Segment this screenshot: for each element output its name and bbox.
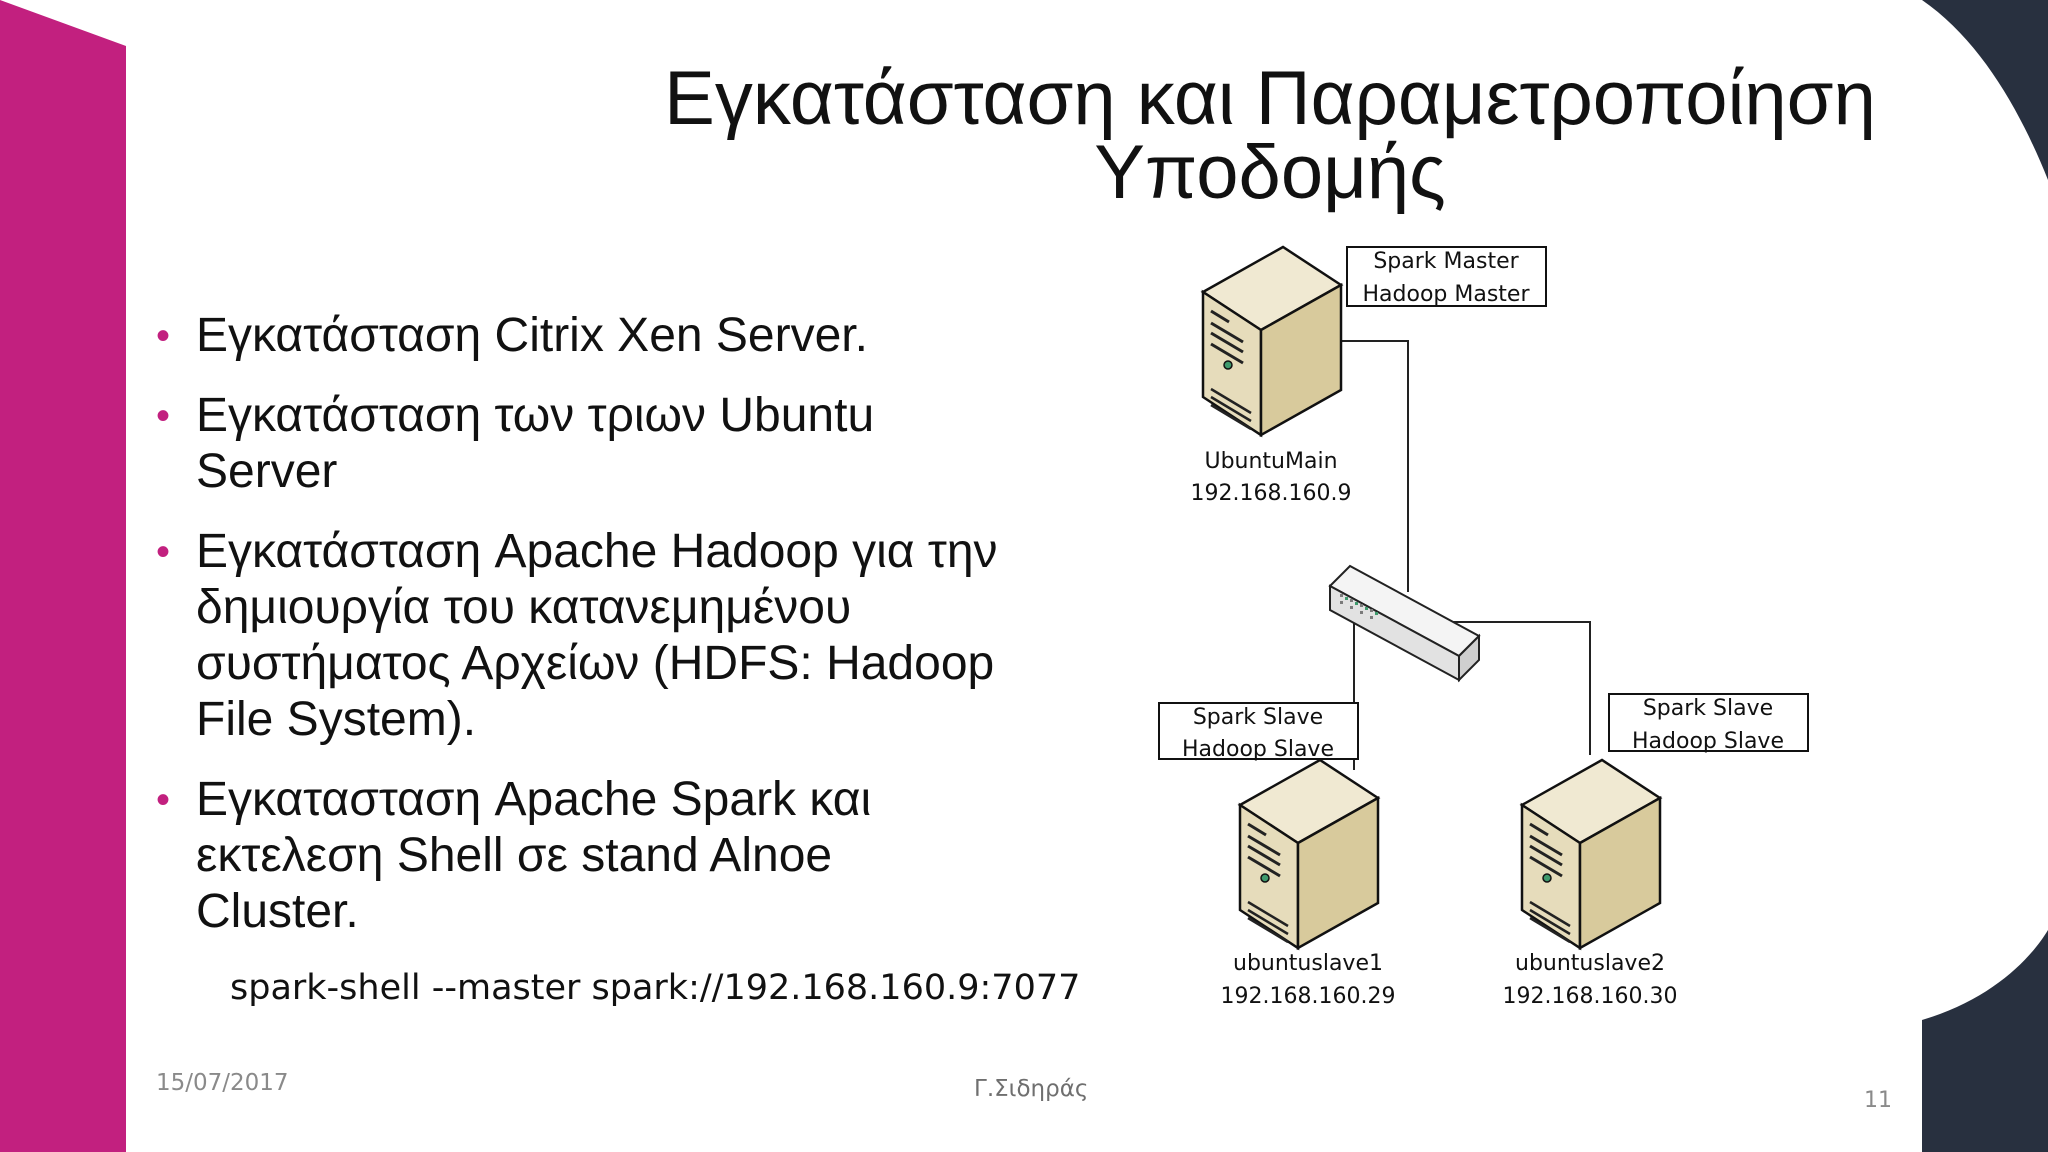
right-navy-band bbox=[1922, 0, 2048, 1152]
slide-title-line-2: Υποδομής bbox=[1094, 130, 1446, 215]
slave1-role-line-1: Spark Slave bbox=[1193, 705, 1323, 730]
slide-title: Εγκατάσταση και Παραμετροποίηση Υποδομής bbox=[600, 56, 1940, 215]
bullet-list: Εγκατάσταση Citrix Xen Server. Εγκατάστα… bbox=[156, 308, 1036, 964]
network-switch-icon bbox=[1328, 564, 1481, 683]
slave2-role-line-1: Spark Slave bbox=[1643, 696, 1773, 721]
slave2-role-line-2: Hadoop Slave bbox=[1632, 729, 1784, 754]
master-role-line-1: Spark Master bbox=[1373, 249, 1519, 274]
master-hostname: UbuntuMain bbox=[1204, 449, 1337, 474]
slave1-role-box: Spark Slave Hadoop Slave bbox=[1158, 702, 1359, 762]
bullet-item: Εγκατασταση Apache Spark και εκτελεση Sh… bbox=[156, 772, 976, 940]
server-icon bbox=[1201, 245, 1343, 437]
slave1-hostname: ubuntuslave1 bbox=[1233, 951, 1383, 976]
master-role-line-2: Hadoop Master bbox=[1363, 282, 1531, 307]
master-ip: 192.168.160.9 bbox=[1191, 481, 1352, 506]
server-icon bbox=[1238, 758, 1380, 950]
slave2-ip: 192.168.160.30 bbox=[1503, 984, 1678, 1009]
left-magenta-band bbox=[0, 0, 126, 1152]
spark-shell-command: spark-shell --master spark://192.168.160… bbox=[230, 968, 1081, 1008]
bullet-item: Εγκατάσταση Apache Hadoop για την δημιου… bbox=[156, 524, 1036, 748]
footer-date: 15/07/2017 bbox=[156, 1070, 289, 1096]
slave2-role-box: Spark Slave Hadoop Slave bbox=[1608, 693, 1809, 754]
slave1-role-line-2: Hadoop Slave bbox=[1182, 737, 1334, 762]
server-icon bbox=[1520, 758, 1662, 950]
link-master-to-switch bbox=[1342, 340, 1409, 592]
slave2-hostname: ubuntuslave2 bbox=[1515, 951, 1665, 976]
bullet-item: Εγκατάσταση Citrix Xen Server. bbox=[156, 308, 1036, 364]
footer-author: Γ.Σιδηράς bbox=[974, 1076, 1089, 1102]
master-role-box: Spark Master Hadoop Master bbox=[1346, 246, 1547, 307]
bullet-item: Εγκατάσταση των τριων Ubuntu Server bbox=[156, 388, 936, 500]
link-switch-to-slave2 bbox=[1440, 621, 1591, 755]
slide-number: 11 bbox=[1864, 1088, 1892, 1113]
slave1-ip: 192.168.160.29 bbox=[1221, 984, 1396, 1009]
slide-title-line-1: Εγκατάσταση και Παραμετροποίηση bbox=[664, 56, 1876, 141]
connection-lines bbox=[1342, 340, 1591, 770]
